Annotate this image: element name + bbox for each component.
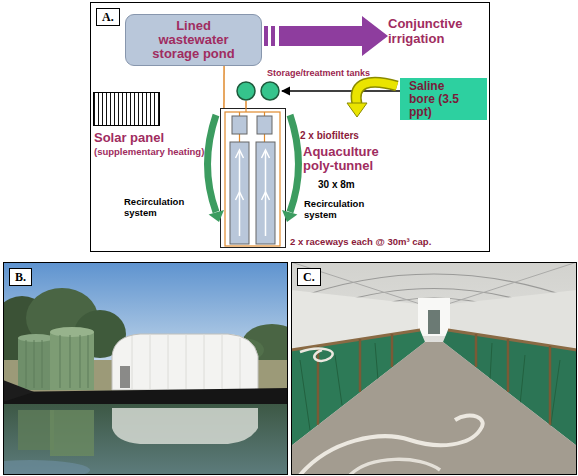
bore-arrow-outline [356,82,397,104]
raceway [256,142,275,244]
water-tank [18,338,54,390]
solar-note: (supplementary heating) [94,146,204,157]
hose [350,459,440,475]
tunnel-door [120,366,130,388]
recirculation-arrow-head [282,210,297,222]
hose [300,415,483,475]
flow-connector [223,66,225,108]
bore-arrow [356,82,397,104]
tank-circle [237,82,255,100]
flow-label: Recirculation system [124,196,194,218]
sky-reflection [3,460,90,475]
tank-reflection [18,410,54,450]
poly-tunnel-photo [112,334,258,390]
tank-circle [261,82,279,100]
end-wall [418,298,450,336]
gravel-floor [291,342,577,475]
recirculation-arrow-head [209,210,224,222]
photo-frame: B. [3,262,288,475]
outflow-label: Conjunctive irrigation [388,16,480,46]
recirculation-pipe [225,112,280,246]
flow-connector [245,101,247,108]
irrigation-arrow [279,16,388,56]
tank-corrugation [26,335,88,388]
component-label: 2 x raceways each @ 30m³ cap. [290,236,431,247]
raceway-photo [291,262,577,475]
pipe-link [240,108,265,142]
pond-liner [3,380,34,402]
panel-label: C. [297,268,321,286]
pond-photo [3,262,288,475]
poly-tunnel: Aquaculture poly-tunnel30 x 8m [220,108,286,248]
tank-label: Storage/treatment tanks [267,68,370,78]
arrow-stripe [264,26,268,46]
tunnel-reflection [112,408,258,444]
panel-frame: A. Lined wastewater storage pondStorage/t… [90,2,490,252]
flow-label: Recirculation system [304,198,374,220]
end-door [428,310,440,334]
component-label: 2 x biofilters [300,130,359,142]
hose-coil [300,349,333,361]
tank-top [18,334,54,342]
tunnel-ribs [132,334,240,390]
tunnel-dimension: 30 x 8m [318,179,355,191]
storage-pond: Lined wastewater storage pond [125,14,262,66]
tunnel-label: Aquaculture poly-tunnel [303,145,395,173]
pond-label: Lined wastewater storage pond [148,19,240,61]
tank-reflection [50,410,94,456]
saline-bore: Saline bore (3.5 ppt) [400,78,487,120]
raceway [230,142,249,244]
flow-arrow-head [236,150,270,200]
bore-label: Saline bore (3.5 ppt) [409,80,469,119]
storage-tanks: Storage/treatment tanks [235,68,282,101]
recirculation-arrow [208,115,217,212]
photo-frame: C. [291,262,577,475]
tank-top [50,327,94,337]
water-tank [50,332,94,390]
recirculation-arrow [290,115,299,212]
ceiling [291,262,577,475]
flow-connector [282,90,400,91]
solar-label: Solar panel [94,130,164,145]
solar-panel: Solar panel(supplementary heating) [93,92,160,126]
biofilter [232,116,247,134]
arrow-stripe [271,26,275,46]
panel-label: A. [96,8,120,26]
biofilter [257,116,272,134]
bore-arrow-head [347,103,367,117]
flow-line [240,152,266,236]
panel-label: B. [9,268,32,286]
